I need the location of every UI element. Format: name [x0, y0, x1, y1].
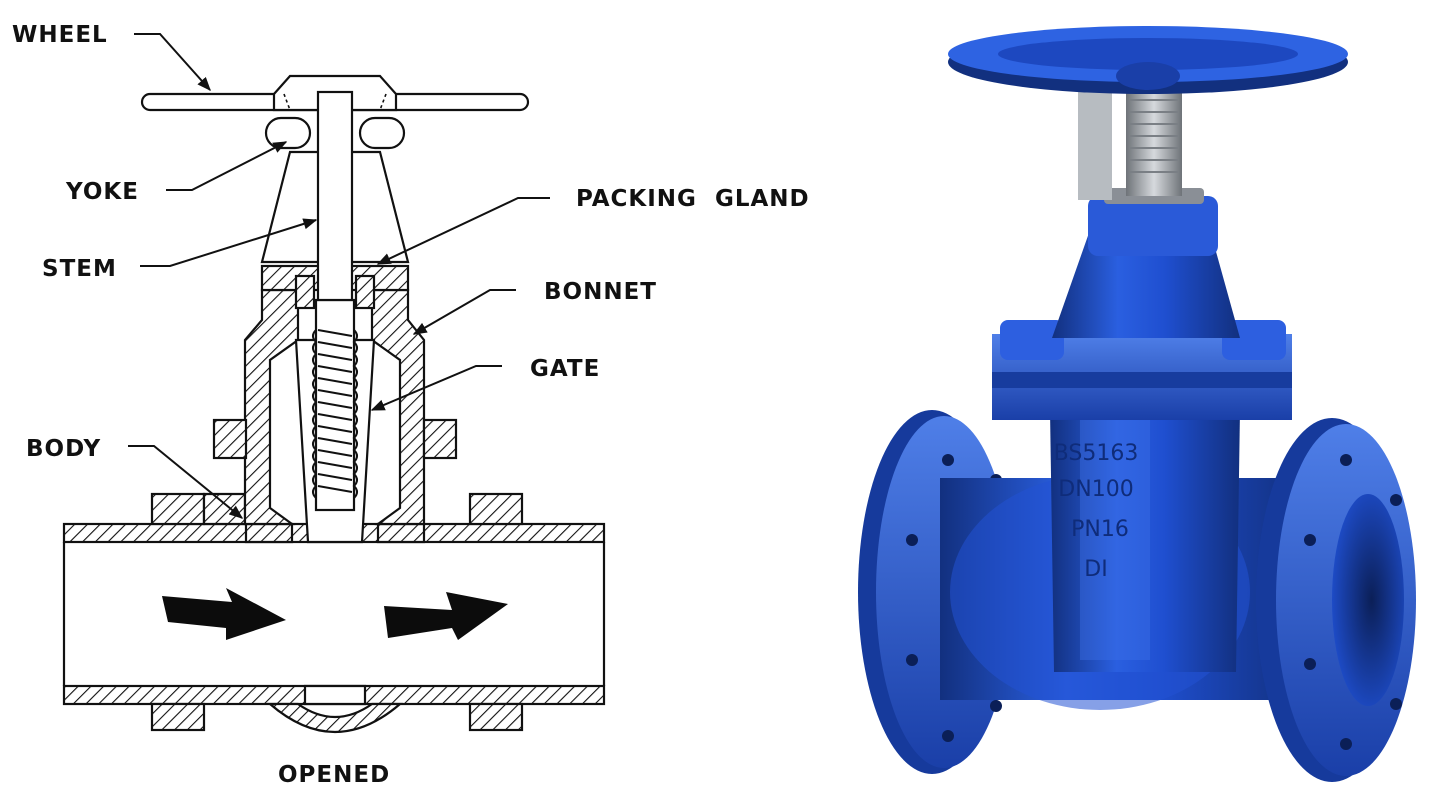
photo-handwheel	[948, 26, 1348, 94]
label-wheel: WHEEL	[12, 22, 108, 48]
marking-pressure: PN16	[1071, 517, 1129, 542]
label-gate: GATE	[530, 356, 600, 382]
label-opened: OPENED	[278, 762, 390, 788]
flow-arrow-right	[384, 592, 508, 640]
valve-photo: BS5163 DN100 PN16 DI	[858, 26, 1416, 782]
stem-rod	[316, 90, 354, 302]
cast-markings: BS5163 DN100 PN16 DI	[1054, 441, 1139, 582]
bonnet-dome	[1052, 230, 1240, 338]
yoke-nut	[264, 116, 406, 150]
photo-stem	[1126, 86, 1182, 196]
flange-bore	[1332, 494, 1404, 706]
stem-bracket	[1078, 88, 1112, 200]
right-flange	[1256, 418, 1416, 782]
pipe-bottom-wall	[62, 684, 606, 733]
label-bonnet: BONNET	[544, 279, 657, 305]
stem-threads	[312, 298, 358, 512]
label-yoke: YOKE	[65, 179, 139, 205]
label-packing-gland: PACKING GLAND	[576, 186, 810, 212]
flow-arrow-left	[162, 588, 286, 640]
marking-standard: BS5163	[1054, 441, 1139, 466]
label-stem: STEM	[42, 256, 117, 282]
label-body: BODY	[26, 436, 101, 462]
marking-material: DI	[1084, 557, 1107, 582]
bonnet-plate	[992, 320, 1292, 420]
leader-lines	[128, 33, 550, 519]
bonnet-top-block	[1088, 196, 1218, 256]
marking-size: DN100	[1058, 477, 1133, 502]
valve-schematic: WHEEL YOKE STEM PACKING GLAND BONNET GAT…	[12, 22, 810, 788]
valve-housing	[1050, 410, 1240, 672]
